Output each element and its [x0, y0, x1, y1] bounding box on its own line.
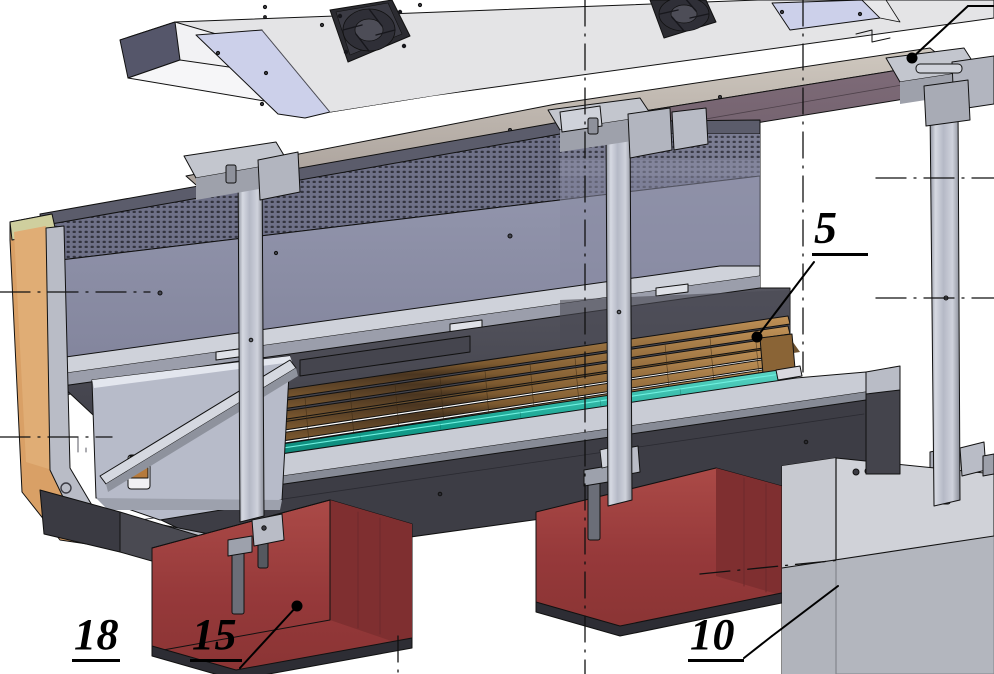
- screw-icon: [157, 290, 163, 296]
- access-cover-plate: [195, 29, 331, 119]
- balloon-18[interactable]: 18: [72, 613, 121, 662]
- post-clamp: [257, 151, 301, 201]
- leader-lines: [239, 5, 994, 669]
- post-clamp: [923, 79, 971, 127]
- balloon-10-number: 10: [690, 610, 735, 659]
- bolt-icon: [261, 525, 267, 531]
- balloon-5-underline: [812, 253, 868, 256]
- leader-dot-15: [291, 600, 303, 612]
- screw-icon: [263, 15, 267, 19]
- leg-bracket: [227, 535, 253, 557]
- screw-icon: [319, 22, 325, 28]
- screw-icon: [616, 309, 622, 315]
- screw-icon: [779, 9, 785, 15]
- fan-assembly: [329, 0, 411, 63]
- hole-icon: [852, 468, 860, 476]
- screw-icon: [857, 11, 863, 17]
- screw-icon: [215, 50, 221, 56]
- balloon-18-underline: [72, 659, 120, 662]
- leader-top-right: [911, 5, 969, 59]
- leader-15: [239, 605, 298, 669]
- leveling-leg: [587, 477, 601, 541]
- side-end-panel: [781, 441, 994, 674]
- post-clamp: [671, 107, 709, 151]
- screw-icon: [263, 70, 269, 76]
- screw-icon: [248, 337, 254, 343]
- leader-dot-5: [751, 331, 763, 343]
- centerline-horizontal-mid: [699, 559, 841, 575]
- apron-cap: [865, 365, 901, 395]
- screw-icon: [803, 439, 809, 445]
- balloon-15[interactable]: 15: [190, 613, 242, 662]
- leader-10-b: [771, 585, 839, 637]
- leader-dot-top-right: [906, 52, 918, 64]
- screw-icon: [273, 250, 279, 256]
- mullion-posts: [183, 47, 994, 523]
- screw-icon: [262, 4, 268, 10]
- panel-bracket: [959, 441, 987, 477]
- grommet-icon: [60, 482, 72, 494]
- fan-assembly: [649, 0, 717, 39]
- balloon-15-underline: [190, 659, 242, 662]
- leg-bracket: [583, 465, 609, 487]
- balloon-18-number: 18: [74, 610, 119, 659]
- balloon-10[interactable]: 10: [688, 613, 744, 662]
- panel-bracket: [982, 453, 994, 477]
- screw-icon: [437, 491, 443, 497]
- balloon-5-number: 5: [814, 202, 838, 253]
- leader-5: [756, 261, 815, 338]
- screw-icon: [718, 95, 722, 99]
- coil-end-cap: [775, 365, 803, 381]
- base-panels: [151, 467, 797, 674]
- balloon-15-number: 15: [192, 610, 237, 659]
- screw-icon: [259, 101, 265, 107]
- apron-end: [865, 385, 901, 475]
- post-clamp: [627, 107, 673, 159]
- screw-icon: [507, 233, 513, 239]
- right-lower-detail: [865, 365, 901, 475]
- mullion-post: [929, 101, 961, 507]
- gas-strut: [915, 63, 963, 74]
- base-plinth: [151, 637, 413, 674]
- shelf-clip: [655, 283, 689, 297]
- screw-icon: [417, 2, 423, 8]
- leg-plate: [251, 513, 285, 547]
- post-clamp: [225, 164, 237, 184]
- balloon-10-underline: [688, 659, 744, 662]
- post-clamp: [587, 117, 599, 135]
- balloon-5[interactable]: 5: [812, 205, 868, 256]
- leveling-leg: [231, 547, 245, 615]
- coil-baffle: [299, 335, 471, 377]
- leader-dots: [291, 52, 918, 612]
- leader-10-a: [743, 635, 773, 659]
